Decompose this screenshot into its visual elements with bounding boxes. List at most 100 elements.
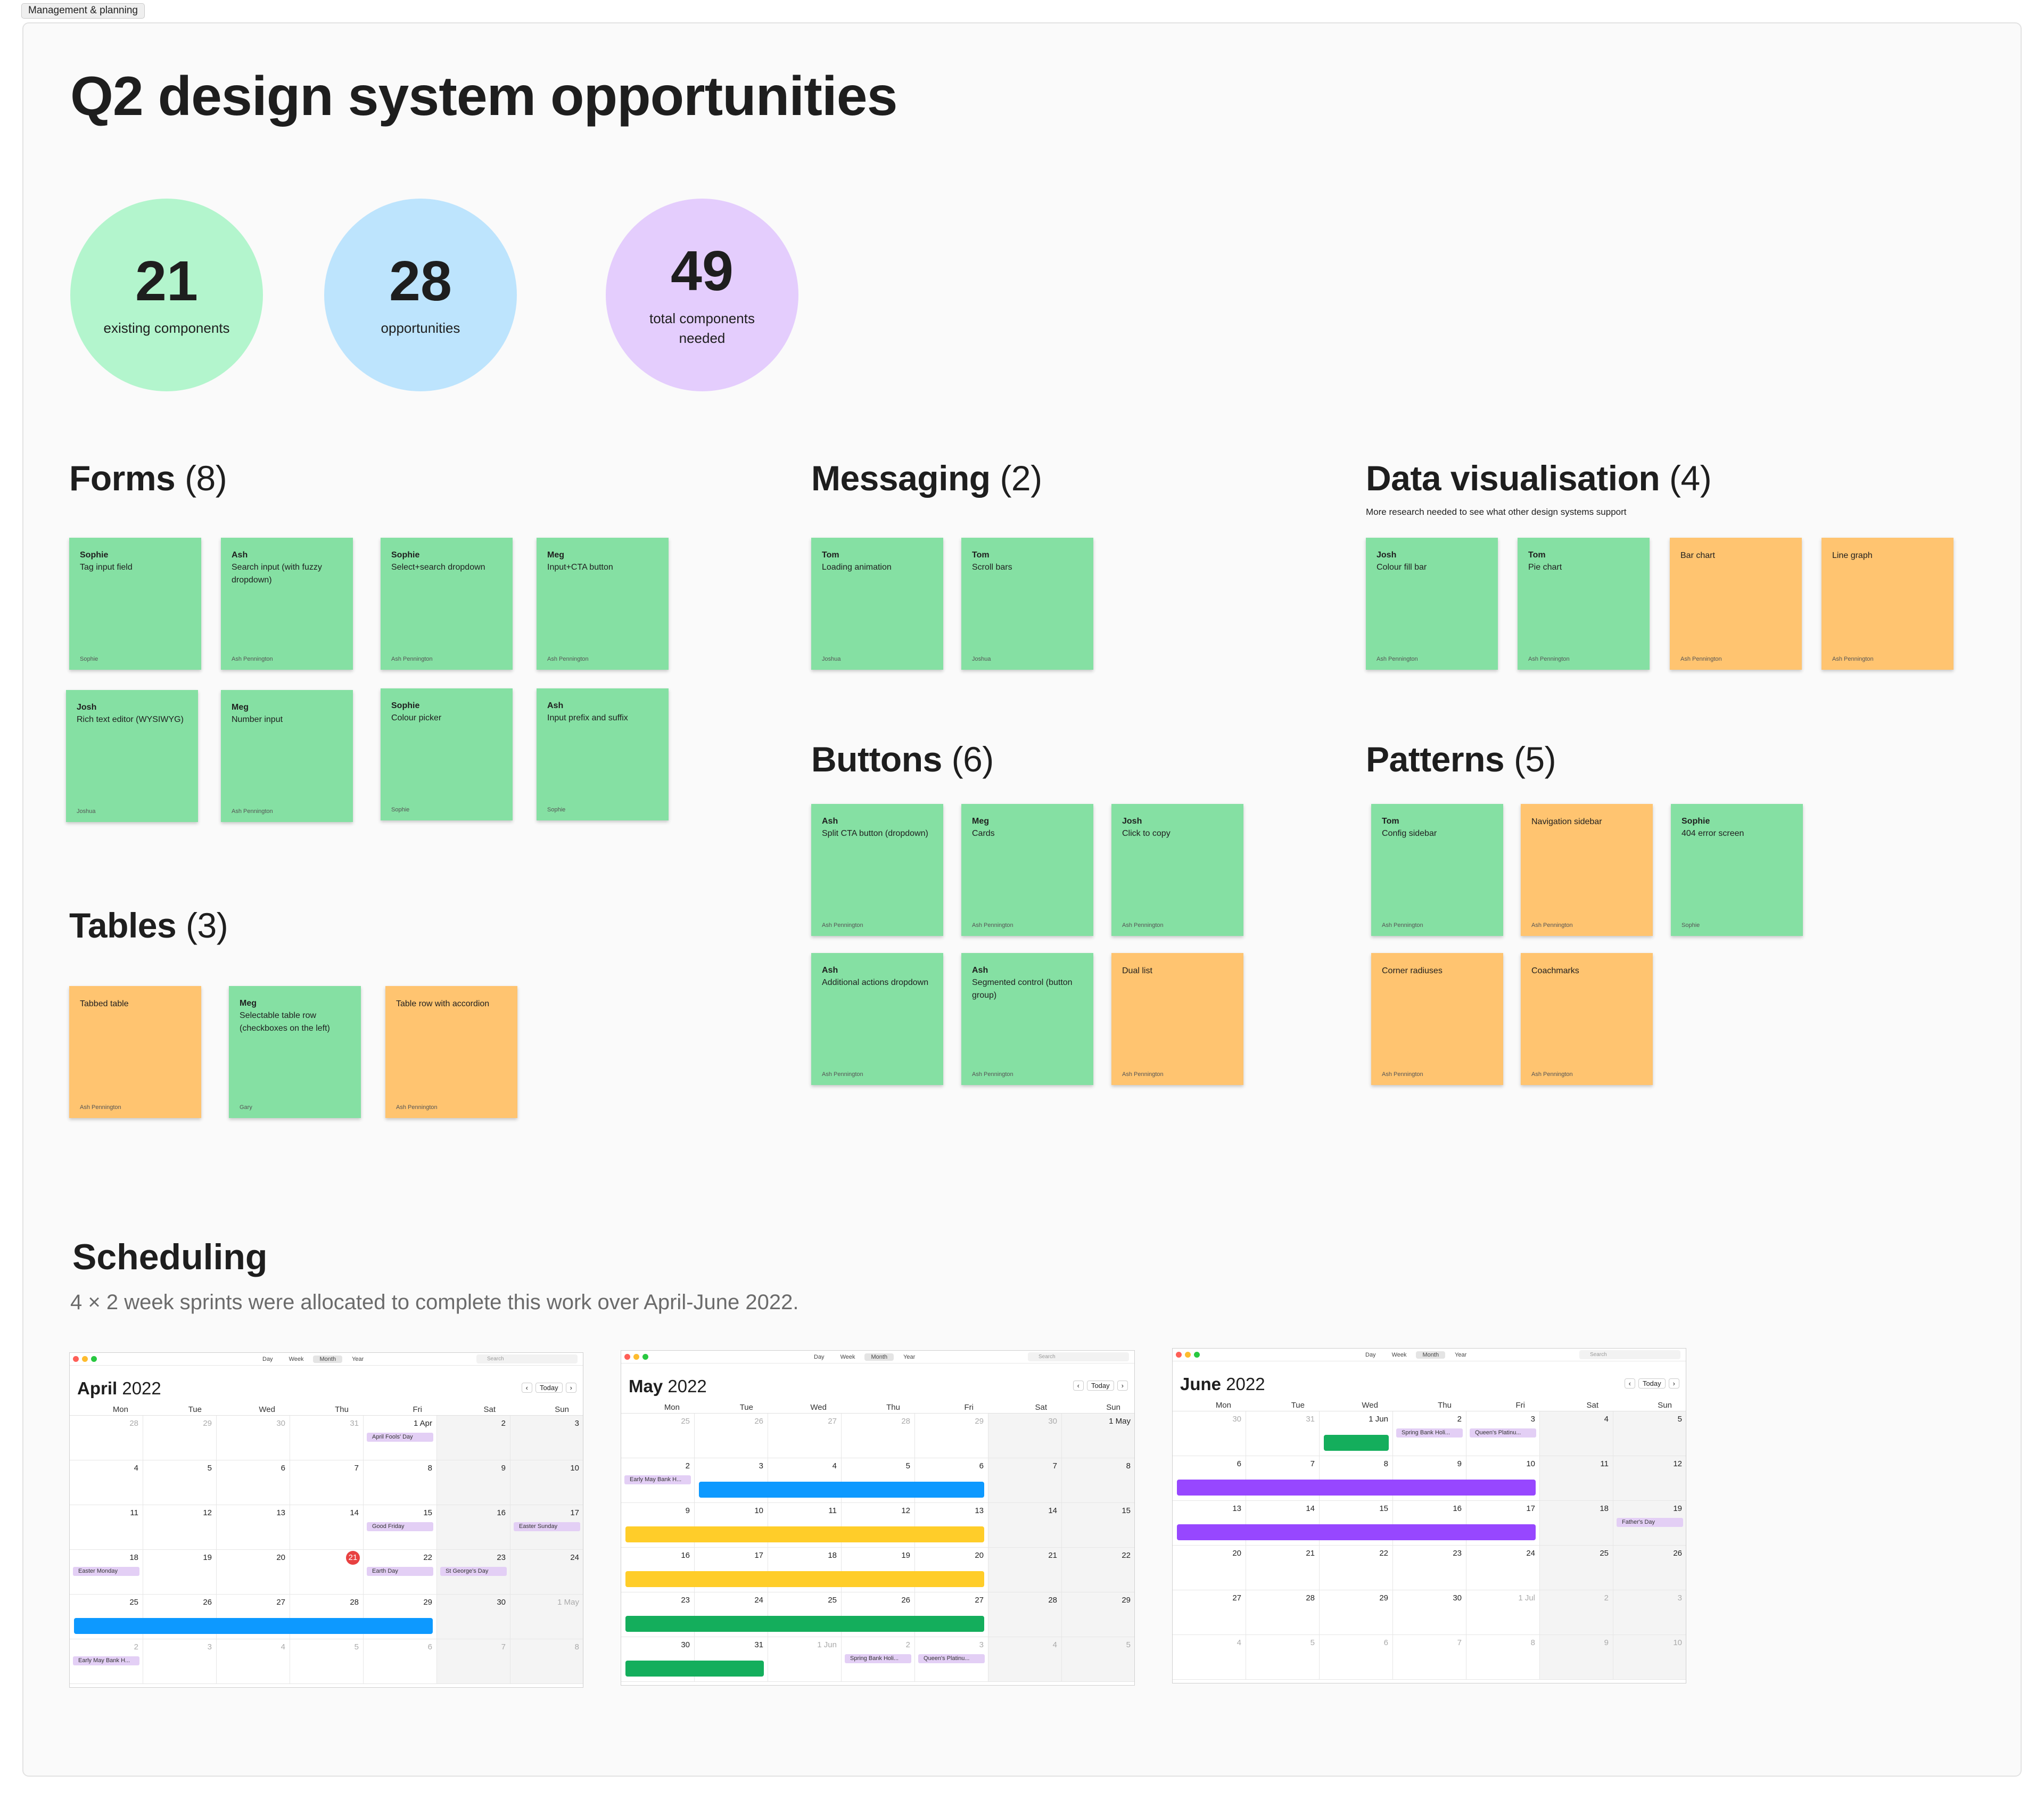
day-cell[interactable]: 18 xyxy=(1540,1501,1613,1546)
today-button[interactable]: Today xyxy=(535,1383,563,1393)
day-cell[interactable]: 26 xyxy=(1613,1546,1686,1590)
calendar-event[interactable]: Spring Bank Holi... xyxy=(845,1654,911,1663)
window-control-icon[interactable] xyxy=(91,1356,97,1362)
day-cell[interactable]: 11 xyxy=(70,1505,143,1550)
calendar-event[interactable]: April Fools' Day xyxy=(367,1433,433,1442)
view-tab-day[interactable]: Day xyxy=(814,1354,825,1360)
day-cell[interactable]: 30 xyxy=(1173,1411,1246,1456)
sprint-bar[interactable] xyxy=(1324,1435,1389,1451)
day-cell[interactable]: 12 xyxy=(842,1503,915,1548)
day-cell[interactable]: 1 May xyxy=(510,1595,583,1639)
day-cell[interactable]: 4 xyxy=(217,1639,290,1684)
sprint-bar[interactable] xyxy=(625,1661,764,1677)
day-cell[interactable]: 10 xyxy=(695,1503,768,1548)
day-cell[interactable]: 28 xyxy=(988,1592,1062,1637)
day-cell[interactable]: 4 xyxy=(988,1637,1062,1682)
day-cell[interactable]: 4 xyxy=(70,1460,143,1505)
day-cell[interactable]: 5 xyxy=(1246,1635,1320,1680)
day-cell[interactable]: 14 xyxy=(290,1505,364,1550)
view-tab-year[interactable]: Year xyxy=(903,1354,916,1360)
day-cell[interactable]: 27 xyxy=(915,1592,988,1637)
day-cell[interactable]: 19 xyxy=(143,1550,217,1595)
prev-month-button[interactable]: ‹ xyxy=(1073,1381,1084,1391)
day-cell[interactable]: 7 xyxy=(290,1460,364,1505)
day-cell[interactable]: 29 xyxy=(1062,1592,1134,1637)
day-cell[interactable]: 16 xyxy=(437,1505,510,1550)
next-month-button[interactable]: › xyxy=(565,1383,576,1393)
sprint-bar[interactable] xyxy=(1177,1524,1536,1540)
day-cell[interactable]: 3 xyxy=(143,1639,217,1684)
day-cell[interactable]: 5 xyxy=(290,1639,364,1684)
day-cell[interactable]: 30 xyxy=(621,1637,695,1682)
prev-month-button[interactable]: ‹ xyxy=(1624,1378,1635,1389)
day-cell[interactable]: 8 xyxy=(364,1460,437,1505)
day-cell[interactable]: 4 xyxy=(768,1458,842,1503)
day-cell[interactable]: 2 xyxy=(437,1416,510,1460)
day-cell[interactable]: 3 xyxy=(1613,1590,1686,1635)
day-cell[interactable]: 10 xyxy=(510,1460,583,1505)
next-month-button[interactable]: › xyxy=(1668,1378,1679,1389)
day-cell[interactable]: 6 xyxy=(217,1460,290,1505)
day-cell[interactable]: 4 xyxy=(1540,1411,1613,1456)
day-cell[interactable]: 1 Jun xyxy=(1320,1411,1393,1456)
calendar-event[interactable]: Easter Monday xyxy=(73,1567,139,1576)
day-cell[interactable]: 26 xyxy=(842,1592,915,1637)
day-cell[interactable]: 18 xyxy=(768,1548,842,1592)
day-cell[interactable]: 25 xyxy=(621,1414,695,1458)
day-cell[interactable]: 4 xyxy=(1173,1635,1246,1680)
day-cell[interactable]: 28 xyxy=(290,1595,364,1639)
calendar-event[interactable]: Queen's Platinu... xyxy=(918,1654,985,1663)
day-cell[interactable]: 6 xyxy=(1320,1635,1393,1680)
day-cell[interactable]: 27 xyxy=(217,1595,290,1639)
day-cell[interactable]: 6 xyxy=(364,1639,437,1684)
day-cell[interactable]: 3 xyxy=(695,1458,768,1503)
day-cell[interactable]: 26 xyxy=(143,1595,217,1639)
day-cell[interactable]: 24 xyxy=(695,1592,768,1637)
window-control-icon[interactable] xyxy=(1185,1352,1191,1358)
day-cell[interactable]: 31 xyxy=(1246,1411,1320,1456)
day-cell[interactable]: 20 xyxy=(1173,1546,1246,1590)
view-tab-week[interactable]: Week xyxy=(1391,1352,1407,1358)
day-cell[interactable]: 27 xyxy=(1173,1590,1246,1635)
view-tab-month[interactable]: Month xyxy=(1416,1351,1446,1359)
day-cell[interactable]: 24 xyxy=(510,1550,583,1595)
day-cell[interactable]: 7 xyxy=(988,1458,1062,1503)
day-cell[interactable]: 29 xyxy=(364,1595,437,1639)
window-control-icon[interactable] xyxy=(1176,1352,1182,1358)
prev-month-button[interactable]: ‹ xyxy=(521,1383,532,1393)
sprint-bar[interactable] xyxy=(625,1571,984,1587)
window-control-icon[interactable] xyxy=(1194,1352,1200,1358)
day-cell[interactable]: 29 xyxy=(143,1416,217,1460)
calendar-event[interactable]: Earth Day xyxy=(367,1567,433,1576)
window-control-icon[interactable] xyxy=(624,1354,630,1360)
day-cell[interactable]: 12 xyxy=(143,1505,217,1550)
view-tab-week[interactable]: Week xyxy=(840,1354,855,1360)
day-cell[interactable]: 9 xyxy=(621,1503,695,1548)
window-control-icon[interactable] xyxy=(642,1354,648,1360)
day-cell[interactable]: 22 xyxy=(1062,1548,1134,1592)
day-cell[interactable]: 15 xyxy=(1062,1503,1134,1548)
day-cell[interactable]: 30 xyxy=(1393,1590,1466,1635)
day-cell[interactable]: 9 xyxy=(1540,1635,1613,1680)
